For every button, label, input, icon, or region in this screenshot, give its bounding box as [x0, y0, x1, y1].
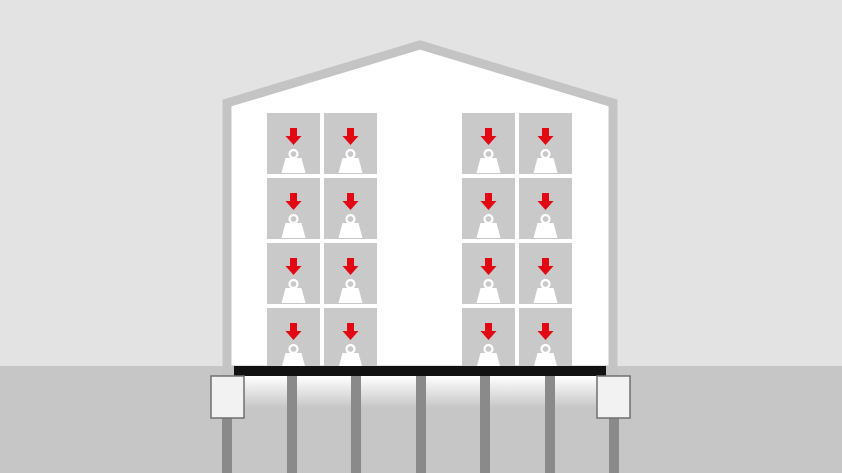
- weight-icon: [281, 148, 306, 173]
- down-arrow-icon: [285, 258, 302, 275]
- rack-cell: [462, 243, 515, 304]
- weight-icon: [533, 278, 558, 303]
- rack-cell: [324, 178, 377, 239]
- rack-cell: [267, 178, 320, 239]
- pile-1: [222, 376, 232, 473]
- rack-cell: [519, 308, 572, 369]
- piles: [222, 376, 619, 473]
- footing-left: [210, 375, 245, 419]
- weight-icon: [338, 343, 363, 368]
- weight-icon: [476, 213, 501, 238]
- down-arrow-icon: [342, 193, 359, 210]
- weight-icon: [476, 148, 501, 173]
- weight-icon: [533, 343, 558, 368]
- down-arrow-icon: [537, 258, 554, 275]
- down-arrow-icon: [537, 323, 554, 340]
- down-arrow-icon: [285, 323, 302, 340]
- down-arrow-icon: [480, 193, 497, 210]
- rack-cell: [324, 308, 377, 369]
- rack-right: [462, 113, 572, 369]
- pile-6: [545, 376, 555, 473]
- down-arrow-icon: [480, 128, 497, 145]
- down-arrow-icon: [342, 323, 359, 340]
- down-arrow-icon: [480, 258, 497, 275]
- weight-icon: [281, 278, 306, 303]
- rack-cell: [267, 113, 320, 174]
- weight-icon: [533, 213, 558, 238]
- weight-icon: [533, 148, 558, 173]
- down-arrow-icon: [537, 193, 554, 210]
- rack-cell: [519, 243, 572, 304]
- down-arrow-icon: [537, 128, 554, 145]
- weight-icon: [476, 278, 501, 303]
- rack-cell: [519, 113, 572, 174]
- down-arrow-icon: [480, 323, 497, 340]
- pile-2: [287, 376, 297, 473]
- down-arrow-icon: [342, 258, 359, 275]
- down-arrow-icon: [285, 128, 302, 145]
- rack-cell: [324, 113, 377, 174]
- pile-4: [416, 376, 426, 473]
- weight-icon: [338, 278, 363, 303]
- rack-cell: [267, 243, 320, 304]
- floor-slab: [234, 366, 606, 376]
- rack-cell: [462, 113, 515, 174]
- down-arrow-icon: [342, 128, 359, 145]
- rack-cell: [267, 308, 320, 369]
- pile-3: [351, 376, 361, 473]
- storage-racks: [267, 113, 572, 369]
- weight-icon: [338, 213, 363, 238]
- pile-5: [480, 376, 490, 473]
- weight-icon: [338, 148, 363, 173]
- down-arrow-icon: [285, 193, 302, 210]
- rack-cell: [462, 308, 515, 369]
- weight-icon: [281, 343, 306, 368]
- weight-icon: [476, 343, 501, 368]
- rack-left: [267, 113, 377, 369]
- weight-icon: [281, 213, 306, 238]
- rack-cell: [324, 243, 377, 304]
- rack-cell: [462, 178, 515, 239]
- warehouse-building: [222, 40, 618, 375]
- rack-cell: [519, 178, 572, 239]
- footing-right: [596, 375, 631, 419]
- pile-7: [609, 376, 619, 473]
